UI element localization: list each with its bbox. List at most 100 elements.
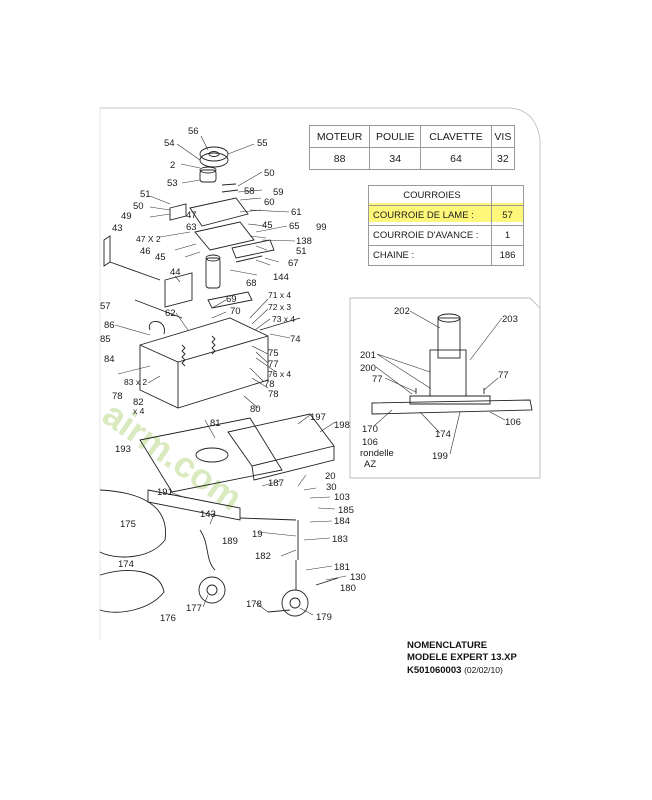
callout-103: 103 <box>334 492 350 503</box>
callout-62: 62 <box>165 308 176 319</box>
callout-193: 193 <box>115 444 131 455</box>
inset-callout-77b: 77 <box>498 370 509 381</box>
callout-84: 84 <box>104 354 115 365</box>
callout-185: 185 <box>338 505 354 516</box>
callout-71x4: 71 x 4 <box>268 290 291 300</box>
callout-57: 57 <box>100 301 111 312</box>
inset-callout-201: 201 <box>360 350 376 361</box>
callout-99: 99 <box>316 222 327 233</box>
callout-2: 2 <box>170 160 175 171</box>
inset-callout-202: 202 <box>394 306 410 317</box>
callout-181: 181 <box>334 562 350 573</box>
callout-182: 182 <box>255 551 271 562</box>
callout-59: 59 <box>273 187 284 198</box>
callout-144: 144 <box>273 272 289 283</box>
callout-54: 54 <box>164 138 175 149</box>
callout-58: 58 <box>244 186 255 197</box>
callout-43: 43 <box>112 223 123 234</box>
blade-hub-inset <box>349 297 541 479</box>
nomenclature-title: NOMENCLATURE <box>407 640 488 651</box>
inset-callout-200: 200 <box>360 363 376 374</box>
callout-50b: 50 <box>133 201 144 212</box>
callout-183: 183 <box>332 534 348 545</box>
callout-82: 82 <box>133 397 144 408</box>
callout-73x4: 73 x 4 <box>272 314 295 324</box>
callout-85: 85 <box>100 334 111 345</box>
callout-180: 180 <box>340 583 356 594</box>
value-vis: 32 <box>490 147 516 170</box>
callout-x4: x 4 <box>133 406 145 416</box>
callout-51: 51 <box>140 189 151 200</box>
parts-table: MOTEUR POULIE CLAVETTE VIS 88 34 64 32 <box>308 125 516 170</box>
callout-76x4: 76 x 4 <box>268 369 291 379</box>
callout-77: 77 <box>268 359 279 370</box>
inset-callout-labels: 202 203 201 200 77 77 170 106 rondelle A… <box>360 306 521 470</box>
callout-65: 65 <box>289 221 300 232</box>
sheet-border <box>100 107 541 478</box>
callout-191: 191 <box>157 487 173 498</box>
callout-69: 69 <box>226 294 237 305</box>
callout-81: 81 <box>210 418 221 429</box>
belts-table: COURROIES COURROIE DE LAME : 57 COURROIE… <box>368 185 524 266</box>
callout-19: 19 <box>252 529 263 540</box>
callout-138: 138 <box>296 236 312 247</box>
callout-46: 46 <box>140 246 151 257</box>
callout-30: 30 <box>326 482 337 493</box>
upper-assembly <box>103 146 301 409</box>
belts-row-value: 186 <box>491 245 524 266</box>
callout-197: 197 <box>310 412 326 423</box>
callout-55: 55 <box>257 138 268 149</box>
value-moteur: 88 <box>308 147 371 170</box>
callout-45b: 45 <box>155 252 166 263</box>
callout-86: 86 <box>104 320 115 331</box>
callout-53: 53 <box>167 178 178 189</box>
callout-78: 78 <box>264 379 275 390</box>
belts-row-chain: CHAINE : 186 <box>368 245 524 266</box>
callout-176: 176 <box>160 613 176 624</box>
callout-20: 20 <box>325 471 336 482</box>
callout-78c: 78 <box>112 391 123 402</box>
callout-60: 60 <box>264 197 275 208</box>
watermark-text: airm.com <box>95 393 250 518</box>
callout-50a: 50 <box>264 168 275 179</box>
callout-45a: 45 <box>262 220 273 231</box>
callout-70: 70 <box>230 306 241 317</box>
inset-callout-199: 199 <box>432 451 448 462</box>
inset-callout-170: 170 <box>362 424 378 435</box>
inset-callout-77a: 77 <box>372 374 383 385</box>
callout-56: 56 <box>188 126 199 137</box>
callout-174: 174 <box>118 559 134 570</box>
nomenclature-ref-line: K501060003 (02/02/10) <box>407 664 517 677</box>
lower-assembly <box>99 413 339 617</box>
nomenclature-model: MODELE EXPERT 13.XP <box>407 652 517 663</box>
callout-47: 47 <box>186 210 197 221</box>
callout-175: 175 <box>120 519 136 530</box>
callout-labels: 56 55 54 2 53 50 58 51 59 50 60 48 49 47… <box>100 126 366 624</box>
nomenclature-ref: K501060003 <box>407 665 462 676</box>
callout-78b: 78 <box>268 389 279 400</box>
inset-callout-106b: 106 <box>505 417 521 428</box>
header-clavette: CLAVETTE <box>420 125 492 148</box>
parts-table-header-row: MOTEUR POULIE CLAVETTE VIS <box>308 125 516 148</box>
inset-callout-106a: 106 <box>362 437 378 448</box>
callout-80: 80 <box>250 404 261 415</box>
callout-143: 143 <box>200 509 216 520</box>
inset-callout-az: AZ <box>364 459 376 470</box>
callout-74: 74 <box>290 334 301 345</box>
callout-44: 44 <box>170 267 181 278</box>
inset-callout-174: 174 <box>435 429 451 440</box>
callout-49: 49 <box>121 211 132 222</box>
leader-lines <box>114 135 506 616</box>
parts-table-value-row: 88 34 64 32 <box>308 147 516 170</box>
header-poulie: POULIE <box>369 125 422 148</box>
nomenclature-date: (02/02/10) <box>464 665 503 675</box>
callout-63: 63 <box>186 222 197 233</box>
callout-75: 75 <box>268 348 279 359</box>
nomenclature-block: NOMENCLATURE MODELE EXPERT 13.XP K501060… <box>407 640 517 677</box>
callout-68: 68 <box>246 278 257 289</box>
callout-83x2: 83 x 2 <box>124 377 147 387</box>
callout-72x3: 72 x 3 <box>268 302 291 312</box>
callout-187: 187 <box>268 478 284 489</box>
callout-178: 178 <box>246 599 262 610</box>
